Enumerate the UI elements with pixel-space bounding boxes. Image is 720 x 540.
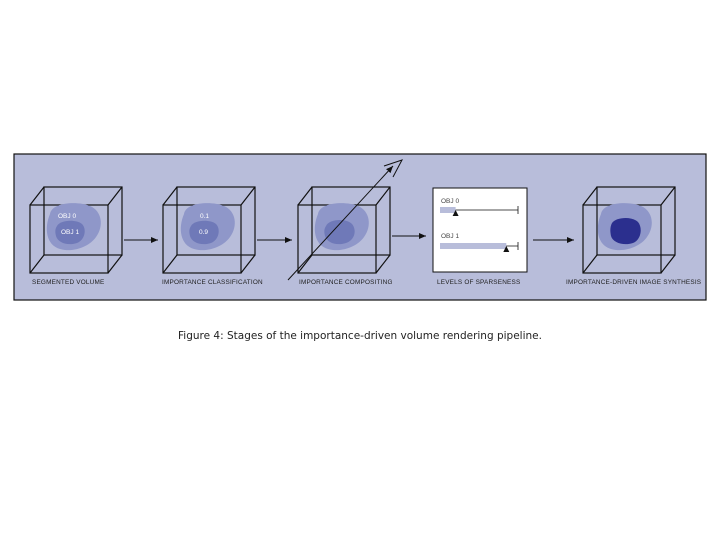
object-1-importance: 0.9	[199, 229, 208, 236]
stage-label: LEVELS OF SPARSENESS	[437, 279, 520, 286]
sparseness-bar	[440, 207, 456, 213]
object-1-blob	[324, 220, 355, 245]
sparseness-marker	[503, 246, 510, 252]
object-1-blob	[189, 220, 219, 245]
object-1-blob	[55, 220, 85, 245]
viewpoint-icon	[383, 159, 404, 178]
stage-label: IMPORTANCE-DRIVEN IMAGE SYNTHESIS	[566, 279, 701, 286]
sparseness-box	[432, 187, 528, 273]
stage-importance-driven-image-synthesis: IMPORTANCE-DRIVEN IMAGE SYNTHESIS	[566, 186, 701, 286]
figure-caption: Figure 4: Stages of the importance-drive…	[178, 330, 542, 342]
sparseness-bars	[440, 206, 519, 252]
sparseness-object-0-label: OBJ 0	[441, 198, 459, 205]
volume-cube	[162, 186, 256, 274]
stage-importance-classification: 0.1 0.9 IMPORTANCE CLASSIFICATION	[162, 186, 263, 286]
sparseness-bar	[440, 243, 507, 249]
object-0-importance: 0.1	[200, 213, 209, 220]
stage-label: IMPORTANCE COMPOSITING	[299, 279, 393, 286]
stage-label: SEGMENTED VOLUME	[32, 279, 104, 286]
stage-label: IMPORTANCE CLASSIFICATION	[162, 279, 263, 286]
stage-importance-compositing: IMPORTANCE COMPOSITING	[287, 159, 404, 286]
object-1-blob	[610, 217, 641, 245]
object-0-label: OBJ 0	[58, 213, 76, 220]
object-1-label: OBJ 1	[61, 229, 79, 236]
stage-segmented-volume: OBJ 0 OBJ 1 SEGMENTED VOLUME	[29, 186, 123, 286]
view-ray	[287, 165, 394, 281]
sparseness-marker	[452, 210, 459, 216]
sparseness-object-1-label: OBJ 1	[441, 233, 459, 240]
stage-levels-of-sparseness: OBJ 0 OBJ 1 LEVELS OF SPARSENESS	[432, 187, 528, 286]
